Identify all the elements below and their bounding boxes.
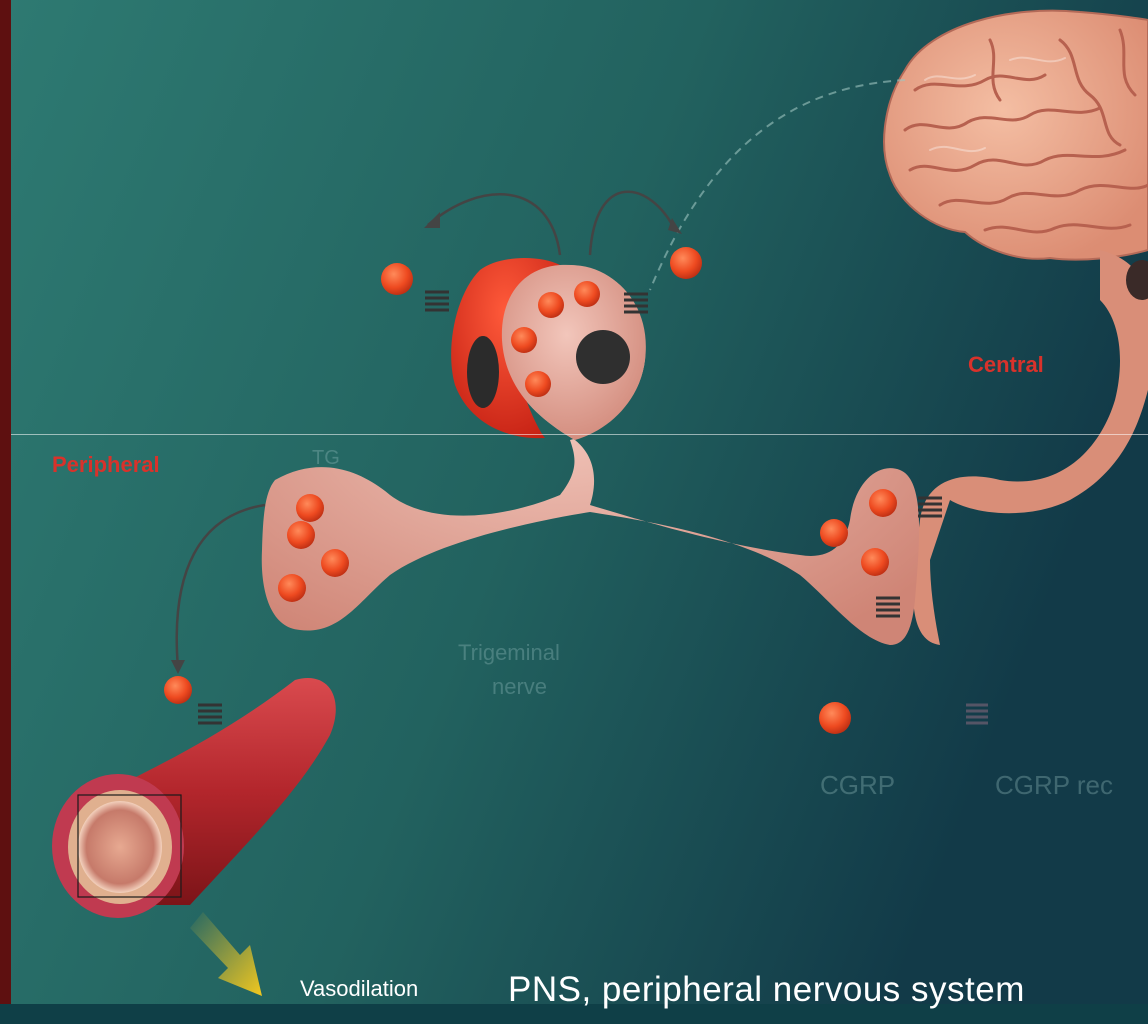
label-nerve-line1: Trigeminal [458,640,560,666]
label-trigeminal-ganglion: TG [312,447,340,470]
label-vasodilation: Vasodilation [300,976,418,1002]
legend-label-cgrp-receptor: CGRP rec [995,770,1113,801]
central-peripheral-divider [11,434,1148,435]
label-peripheral: Peripheral [52,452,160,478]
cgrp-molecule-icon [819,702,851,734]
label-nerve-line2: nerve [492,674,547,700]
nucleus [576,330,630,384]
left-accent-bar [0,0,11,1004]
label-central: Central [968,352,1044,378]
legend-label-cgrp: CGRP [820,770,895,801]
caption-pns: PNS, peripheral nervous system [508,970,1025,1010]
